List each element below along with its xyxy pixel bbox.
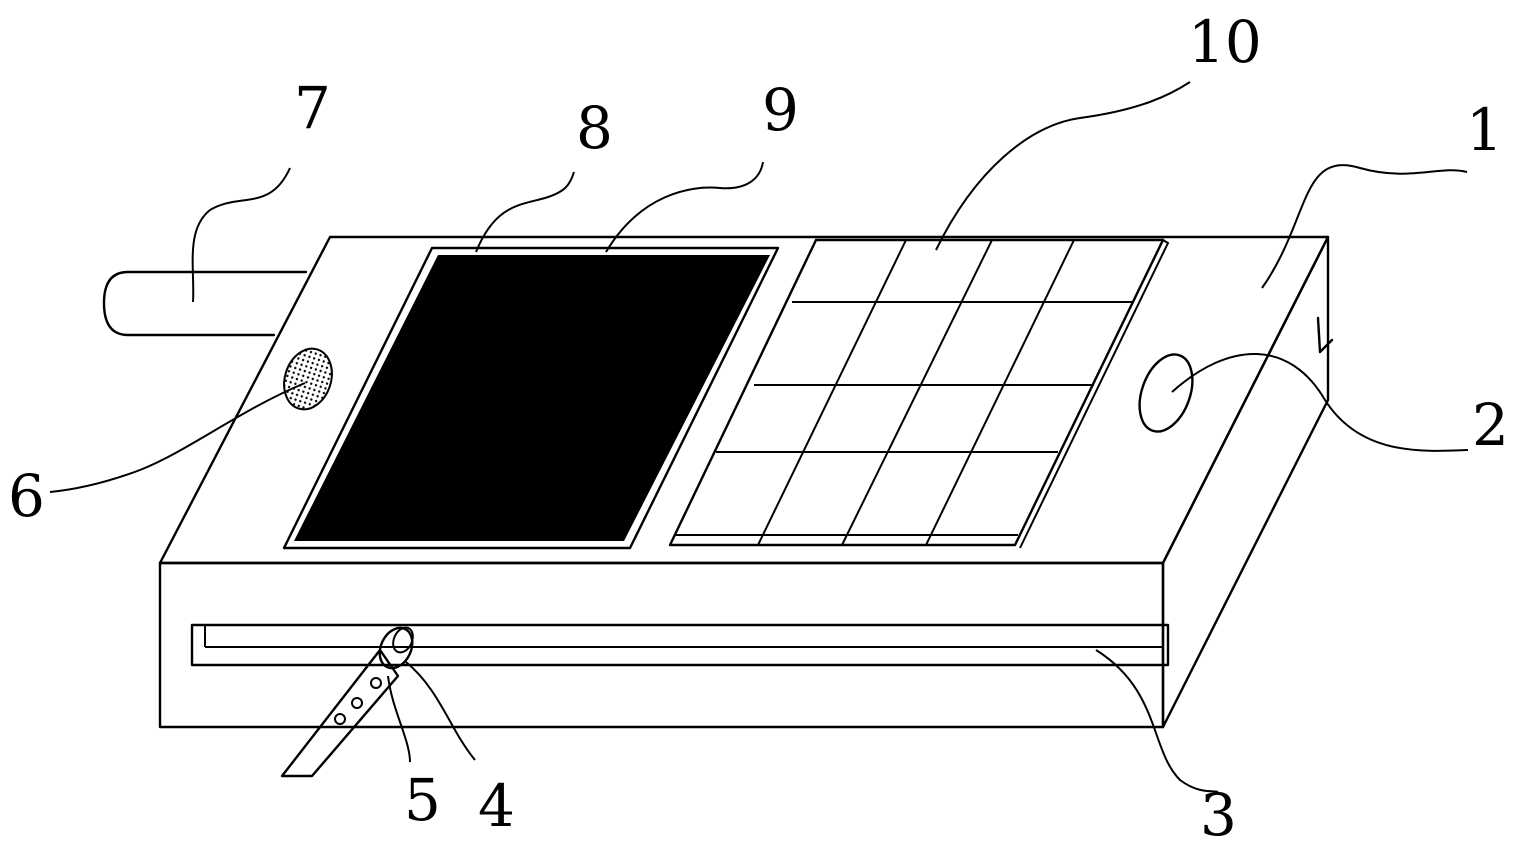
- leader-5: [387, 675, 411, 763]
- device-body: [158, 235, 1334, 729]
- blade-hole: [351, 697, 363, 709]
- callout-labels: 1 2 3 4 5 6 7 8 9 10: [8, 8, 1509, 849]
- callout-9: 9: [762, 76, 799, 144]
- front-face: [158, 561, 1165, 729]
- leader-4: [405, 661, 476, 761]
- leader-8: [475, 171, 575, 253]
- leader-10: [935, 81, 1191, 251]
- callout-4: 4: [478, 772, 515, 840]
- knob-inner: [392, 626, 414, 654]
- antenna: [102, 270, 308, 337]
- callout-7: 7: [294, 74, 331, 142]
- leader-lines: [49, 81, 1469, 793]
- callout-6: 6: [8, 462, 45, 530]
- blade-hole: [370, 677, 382, 689]
- round-button: [1138, 353, 1194, 433]
- screen-frame: [282, 246, 780, 550]
- callout-10: 10: [1188, 8, 1262, 76]
- side-notch: [1316, 316, 1334, 354]
- slide-rail: [190, 605, 1170, 667]
- leader-7: [191, 167, 291, 303]
- display-screen: [294, 255, 770, 541]
- keypad-outline: [668, 238, 1165, 547]
- rail-slot: [190, 623, 1170, 667]
- callout-1: 1: [1466, 96, 1503, 164]
- keypad: [668, 238, 1170, 549]
- right-face: [1161, 235, 1330, 729]
- keypad-edge: [1019, 239, 1170, 549]
- leader-2: [1171, 352, 1469, 452]
- blade-assembly: [280, 626, 414, 778]
- blade: [280, 648, 400, 778]
- callout-5: 5: [404, 766, 441, 834]
- leader-1: [1261, 164, 1468, 289]
- knob: [378, 626, 414, 670]
- leader-3: [1095, 649, 1219, 793]
- speaker-grille: [283, 347, 333, 411]
- leader-6: [49, 382, 306, 493]
- keypad-col-line: [925, 239, 1075, 546]
- callout-8: 8: [576, 94, 613, 162]
- blade-hole: [334, 713, 346, 725]
- leader-9: [605, 161, 764, 253]
- callout-3: 3: [1200, 781, 1237, 849]
- keypad-col-line: [841, 239, 993, 546]
- callout-2: 2: [1472, 391, 1509, 459]
- keypad-col-line: [757, 239, 907, 546]
